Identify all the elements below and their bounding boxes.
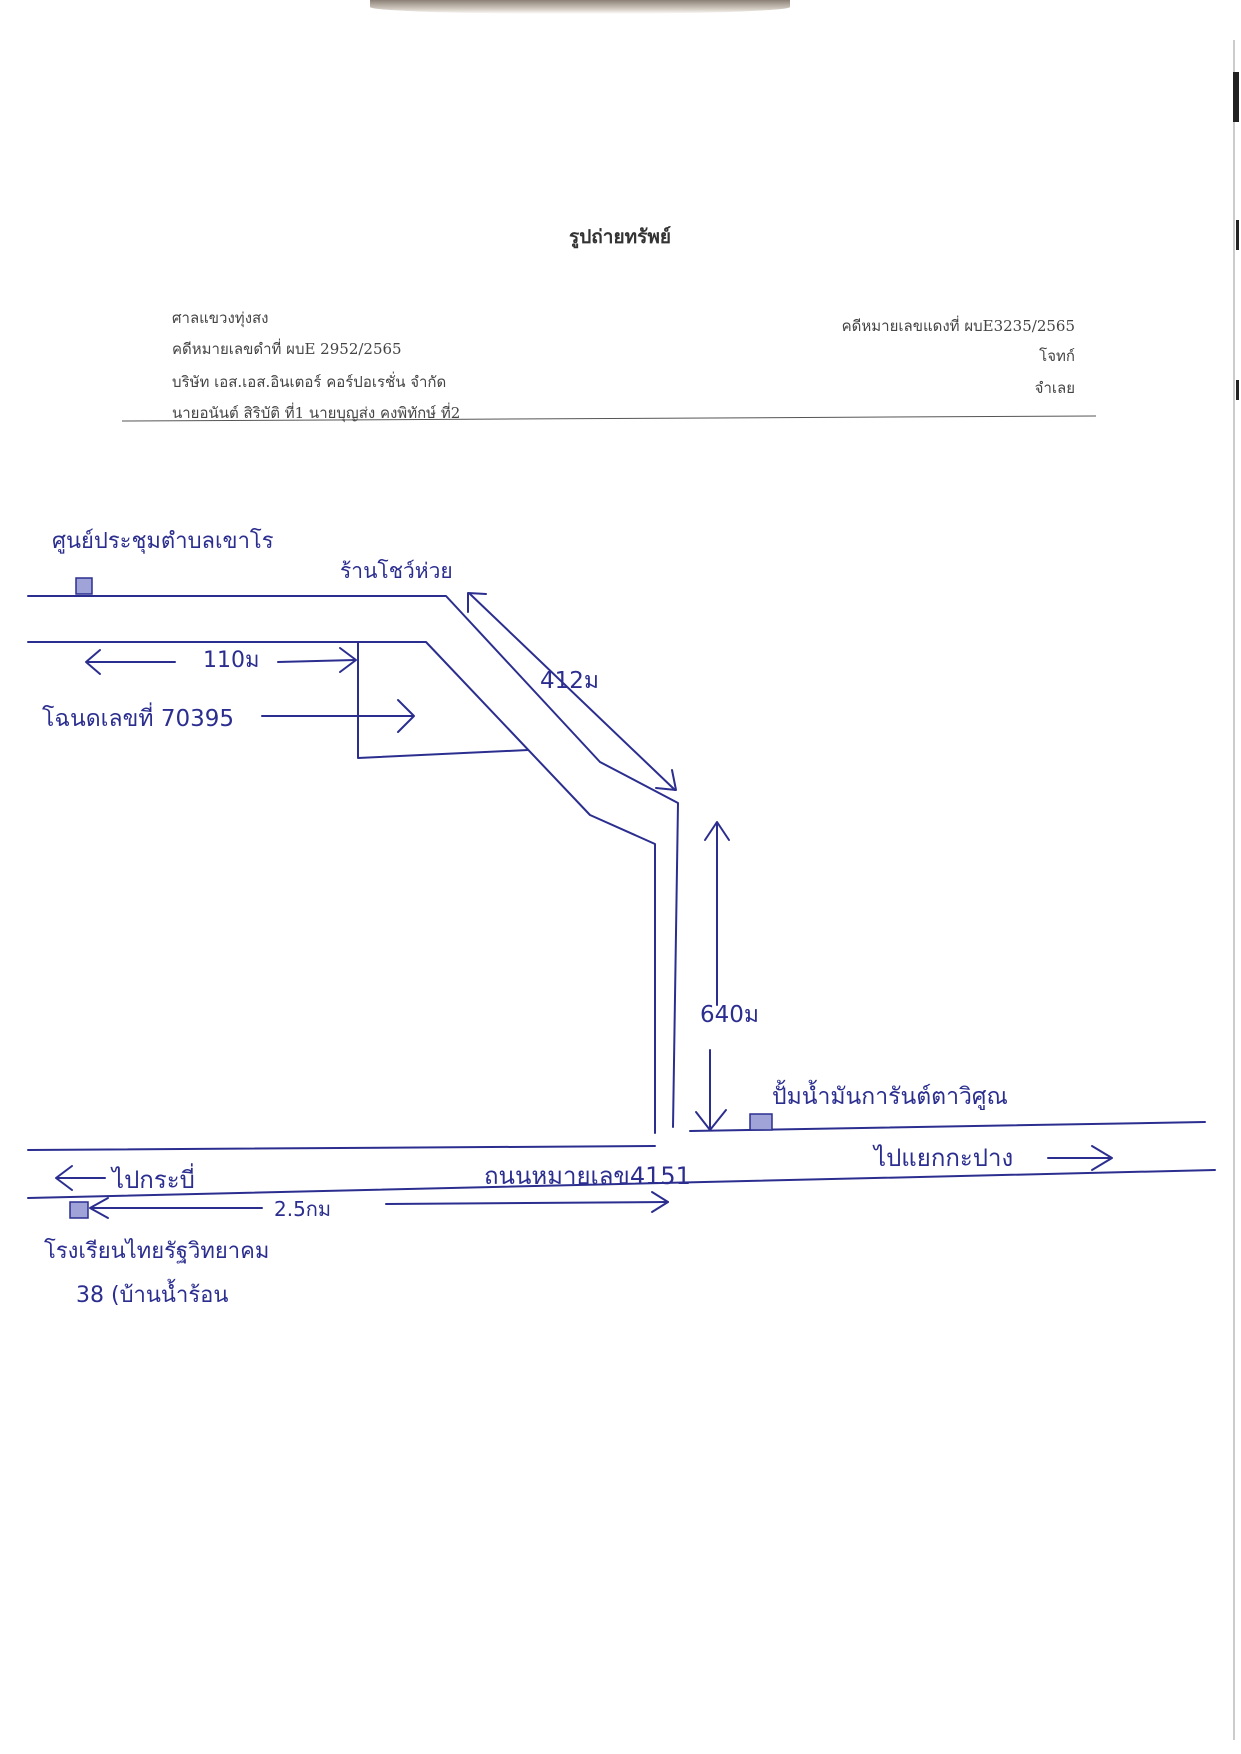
shop-label: ร้านโชว์ห่วย	[340, 559, 453, 583]
main-road-north-edge-east	[689, 1121, 1206, 1132]
black-case-number: คดีหมายเลขดำที่ ผบE 2952/2565	[172, 340, 402, 358]
main-road-north-edge	[27, 1145, 656, 1151]
road-number-label: ถนนหมายเลข4151	[484, 1162, 691, 1190]
scan-shadow-top	[370, 0, 790, 14]
distance-2-5-label: 2.5กม	[274, 1197, 331, 1221]
distance-412-label: 412ม	[540, 668, 599, 694]
to-krabi-label: ไปกระบี่	[110, 1163, 195, 1194]
scan-mark	[1236, 220, 1239, 250]
distance-110-label: 110ม	[203, 648, 260, 673]
school-name-line2: 38 (บ้านน้ำร้อน	[76, 1279, 228, 1308]
red-case-number: คดีหมายเลขแดงที่ ผบE3235/2565	[841, 317, 1075, 335]
main-road-south-edge	[27, 1169, 1216, 1199]
side-road-lower-edge	[27, 641, 656, 1134]
distance-640-label: 640ม	[700, 1002, 759, 1028]
scan-mark	[1236, 380, 1239, 400]
title-deed-label: โฉนดเลขที่ 70395	[42, 702, 234, 732]
school-name-line1: โรงเรียนไทยรัฐวิทยาคม	[44, 1238, 269, 1264]
page-title: รูปถ่ายทรัพย์	[569, 226, 671, 248]
school-marker-icon	[69, 1201, 89, 1219]
land-plot-outline	[357, 641, 529, 759]
gas-station-marker-icon	[749, 1113, 773, 1131]
gas-station-label: ปั้มน้ำมันการันต์ตาวิศูณ	[772, 1080, 1008, 1110]
plaintiff-name: บริษัท เอส.เอส.อินเตอร์ คอร์ปอเรชั่น จำก…	[172, 373, 447, 391]
scan-edge-right	[1233, 40, 1241, 1740]
meeting-center-label: ศูนย์ประชุมตำบลเขาโร	[52, 528, 274, 554]
plaintiff-label: โจทก์	[1039, 347, 1075, 365]
scan-mark	[1233, 72, 1239, 122]
defendant-names: นายอนันต์ สิริบัติ ที่1 นายบุญส่ง คงพิทั…	[172, 404, 461, 422]
to-junction-label: ไปแยกกะปาง	[872, 1144, 1013, 1172]
defendant-label: จำเลย	[1034, 379, 1075, 397]
court-name: ศาลแขวงทุ่งสง	[172, 309, 269, 327]
side-road-upper-edge	[27, 595, 679, 1128]
meeting-center-marker-icon	[75, 577, 93, 595]
